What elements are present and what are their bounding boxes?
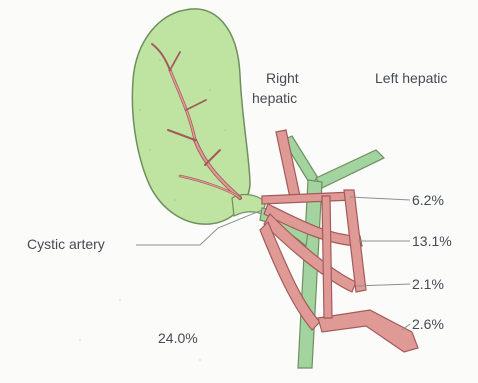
left-hepatic-duct [316, 150, 384, 188]
percentage-label-main: 24.0% [158, 330, 198, 346]
percentage-label-3: 2.1% [412, 276, 444, 292]
common-bile-duct [298, 180, 322, 368]
right-hepatic-label-line1: Right [266, 70, 299, 86]
hepatic-artery-proper [318, 310, 418, 352]
percentage-label-4: 2.6% [412, 316, 444, 332]
right-hepatic-label-line2: hepatic [252, 90, 297, 106]
vertical-artery-mid [322, 196, 332, 318]
right-hepatic-artery [276, 130, 300, 198]
artery-branch-1 [262, 192, 352, 204]
percentage-label-2: 13.1% [412, 233, 452, 249]
left-hepatic-label: Left hepatic [375, 70, 447, 86]
cystic-artery-label: Cystic artery [27, 236, 105, 252]
percentage-label-1: 6.2% [412, 192, 444, 208]
